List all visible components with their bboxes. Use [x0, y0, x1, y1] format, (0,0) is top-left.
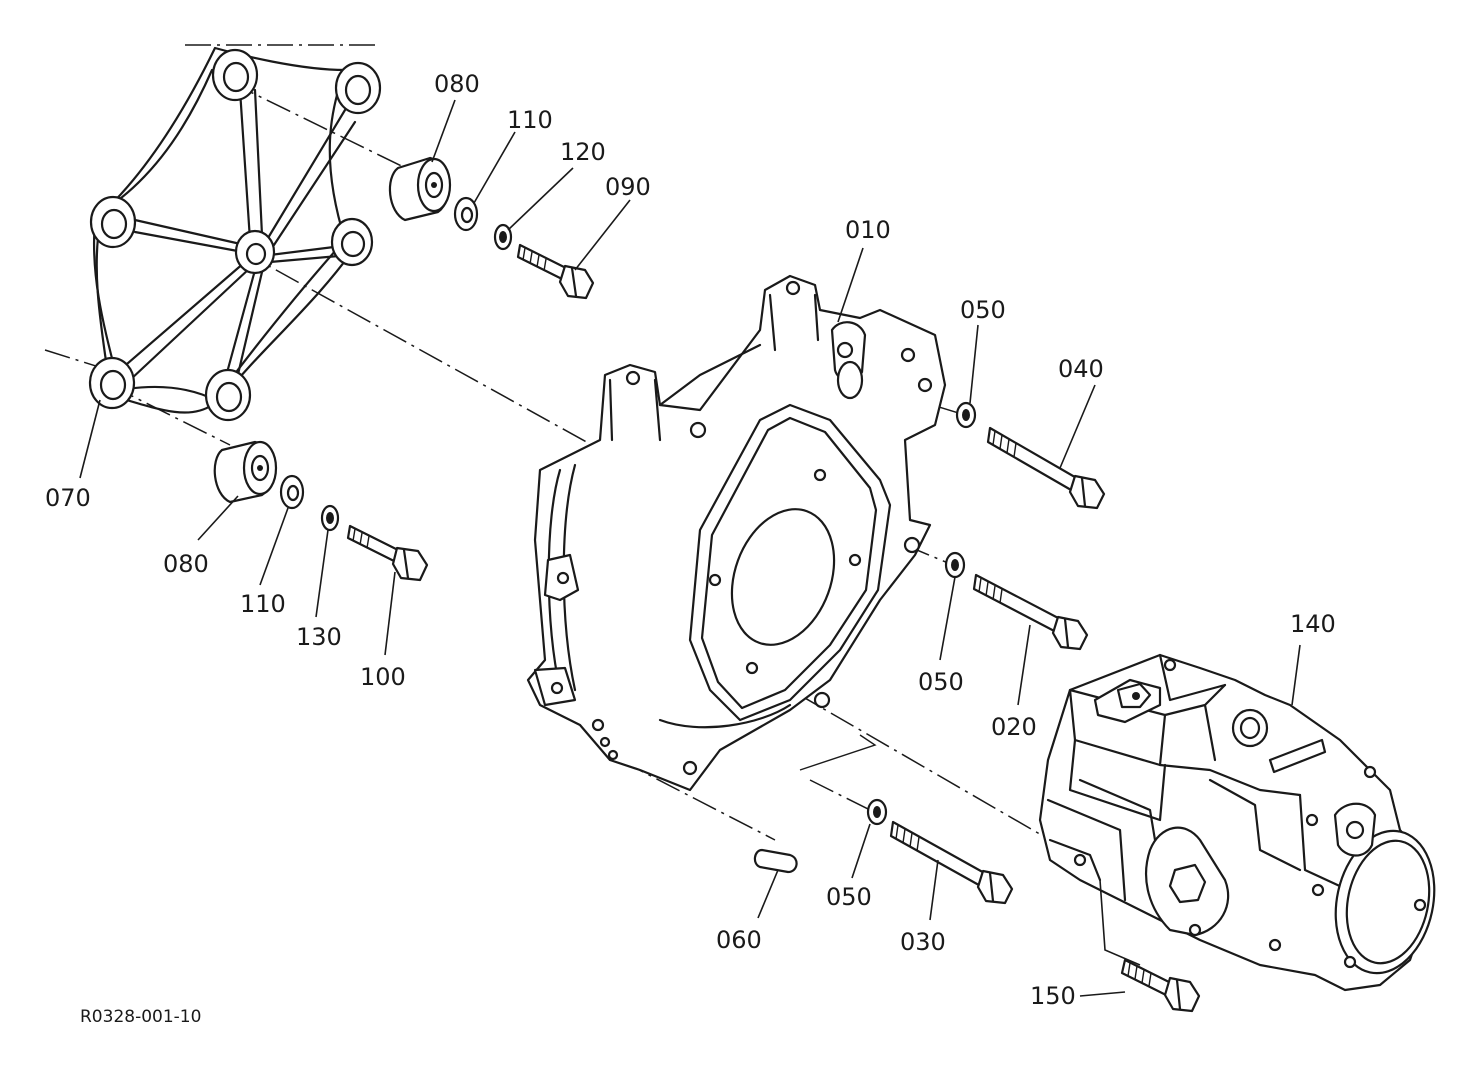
washer-130-drawing — [320, 504, 340, 532]
pump-140-drawing — [1038, 653, 1436, 992]
leader-lines — [79, 99, 1301, 997]
label-010: 010 — [845, 216, 891, 244]
label-030: 030 — [900, 928, 946, 956]
label-040: 040 — [1058, 355, 1104, 383]
label-120: 120 — [560, 138, 606, 166]
washer-050-top-drawing — [955, 401, 977, 429]
label-080-bottom: 080 — [163, 550, 209, 578]
bolt-030-drawing — [889, 820, 1014, 905]
bolt-090-drawing — [516, 243, 595, 300]
label-070: 070 — [45, 484, 91, 512]
pin-060-drawing — [753, 848, 798, 874]
label-140: 140 — [1290, 610, 1336, 638]
washer-050-mid-drawing — [944, 551, 966, 579]
label-090: 090 — [605, 173, 651, 201]
bolt-020-drawing — [972, 573, 1089, 651]
label-050-mid: 050 — [918, 668, 964, 696]
label-110-top: 110 — [507, 106, 553, 134]
bushing-080-bottom-drawing — [213, 440, 278, 504]
bolt-040-drawing — [986, 426, 1106, 510]
label-050-top: 050 — [960, 296, 1006, 324]
bolt-150-drawing — [1120, 958, 1201, 1013]
part-labels: 010 020 030 040 050 050 050 060 070 080 … — [45, 70, 1336, 1010]
washer-110-bottom-drawing — [279, 474, 305, 510]
washer-110-top-drawing — [453, 196, 479, 232]
washer-050-bottom-drawing — [866, 798, 888, 826]
label-130: 130 — [296, 623, 342, 651]
label-060: 060 — [716, 926, 762, 954]
label-150: 150 — [1030, 982, 1076, 1010]
drawing-reference: R0328-001-10 — [80, 1007, 201, 1027]
label-050-bottom: 050 — [826, 883, 872, 911]
housing-010-drawing — [526, 274, 947, 792]
bracket-070-drawing — [88, 46, 382, 422]
label-110-bottom: 110 — [240, 590, 286, 618]
label-020: 020 — [991, 713, 1037, 741]
washer-120-drawing — [493, 223, 513, 251]
bolt-100-drawing — [346, 524, 429, 582]
label-100: 100 — [360, 663, 406, 691]
bushing-080-top-drawing — [388, 156, 452, 222]
label-080-top: 080 — [434, 70, 480, 98]
